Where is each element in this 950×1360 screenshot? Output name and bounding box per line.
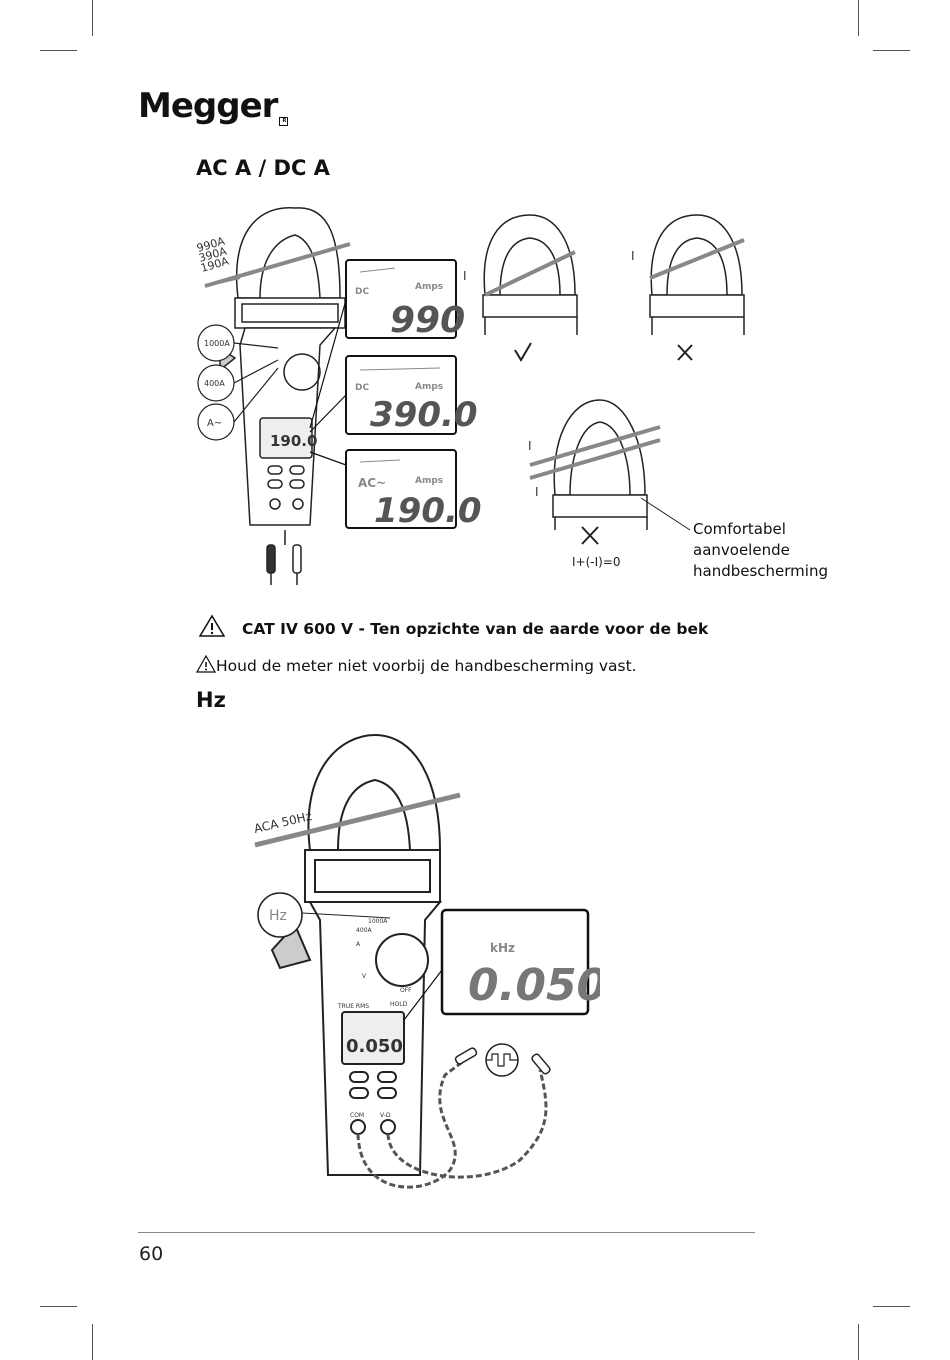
clamp-jaw-2 — [307, 733, 442, 851]
meter-reading-2: 0.050 — [346, 1036, 403, 1057]
jaw-wrong — [650, 214, 743, 296]
current-arrow-labels: 990A 390A 190A — [195, 234, 230, 274]
display-3-mode: AC~ — [358, 476, 386, 490]
cross-icon — [581, 526, 599, 545]
clamp-meter-hz-illustration: 0.050 ACA 50Hz Hz kHz 0.050 1000A 400A A… — [253, 733, 600, 1189]
section-title-hz: Hz — [196, 688, 226, 712]
clamp-meter-1 — [219, 207, 346, 526]
caption-line: Comfortabel — [693, 520, 786, 538]
crop-mark — [40, 50, 77, 51]
probe-tip — [454, 1047, 478, 1065]
hz-display-value: 0.050 — [468, 960, 600, 1011]
registered-mark: R — [279, 117, 289, 126]
dial-label: OFF — [400, 987, 412, 994]
current-label-1: I — [463, 269, 467, 283]
brand-name: Megger — [138, 86, 278, 126]
crop-mark — [858, 1324, 859, 1360]
warning-icon — [198, 614, 226, 637]
dial-label: TRUE RMS — [337, 1003, 369, 1010]
display-1-value: 990 — [390, 300, 465, 341]
display-2-value: 390.0 — [370, 395, 478, 435]
caption-line: handbescherming — [693, 562, 828, 580]
dial-label: COM — [350, 1112, 364, 1119]
hz-display-unit: kHz — [490, 941, 515, 955]
current-label-4: I — [535, 485, 539, 499]
hold-warning-text: Houd de meter niet voorbij de handbesche… — [216, 657, 637, 675]
cross-icon — [677, 344, 693, 361]
display-2-mode: DC — [355, 383, 369, 393]
hz-callout — [257, 892, 303, 938]
callout-400a: 400A — [204, 379, 225, 388]
hz-callout-label: Hz — [269, 908, 287, 924]
test-lead-wires — [356, 1058, 548, 1189]
display-3-value: 190.0 — [374, 491, 482, 531]
cat-rating-text: CAT IV 600 V - Ten opzichte van de aarde… — [242, 620, 709, 638]
dial-label: A — [356, 941, 361, 948]
dial-label: 1000A — [368, 918, 388, 925]
range-callouts — [197, 324, 279, 441]
crop-mark — [92, 0, 93, 36]
crop-mark — [92, 1324, 93, 1360]
dial-label: V — [362, 973, 367, 980]
jaw-position-diagrams: I I I I I+(-I)=0 — [463, 214, 745, 569]
test-leads-1 — [266, 530, 302, 585]
conductor-line — [204, 242, 351, 288]
callout-1000a: 1000A — [204, 339, 230, 348]
page-number: 60 — [139, 1243, 164, 1265]
current-label-3: I — [528, 439, 532, 453]
crop-mark — [873, 1306, 910, 1307]
display-3-unit: Amps — [415, 476, 443, 486]
caption-line: aanvoelende — [693, 541, 790, 559]
dial-label: HOLD — [390, 1001, 408, 1008]
formula: I+(-I)=0 — [572, 555, 621, 569]
callout-ac: A~ — [207, 418, 222, 429]
current-label-2: I — [631, 249, 635, 263]
display-1-unit: Amps — [415, 282, 443, 292]
hz-display-box — [440, 908, 590, 1016]
dial-label: V-Ω — [380, 1112, 391, 1119]
dial-label: 400A — [356, 927, 372, 934]
check-icon — [514, 342, 532, 362]
crop-mark — [858, 0, 859, 36]
clamp-meter-current-illustration: 190.0 1000A 400A A~ 990A 390A 190A DC — [195, 207, 482, 585]
footer-rule — [138, 1232, 755, 1233]
display-2-unit: Amps — [415, 382, 443, 392]
hold-warning: Houd de meter niet voorbij de handbesche… — [195, 654, 637, 675]
warning-icon — [195, 654, 217, 673]
crop-mark — [40, 1306, 77, 1307]
hand-guard-caption: Comfortabel aanvoelende handbescherming — [693, 519, 828, 582]
display-boxes — [345, 259, 457, 529]
probe-tip — [531, 1053, 551, 1075]
meter-reading-1: 190.0 — [270, 432, 317, 450]
jaw-correct — [483, 214, 576, 296]
section-title-ac-dc: AC A / DC A — [196, 156, 330, 180]
display-1-mode: DC — [355, 287, 369, 297]
crop-mark — [873, 50, 910, 51]
